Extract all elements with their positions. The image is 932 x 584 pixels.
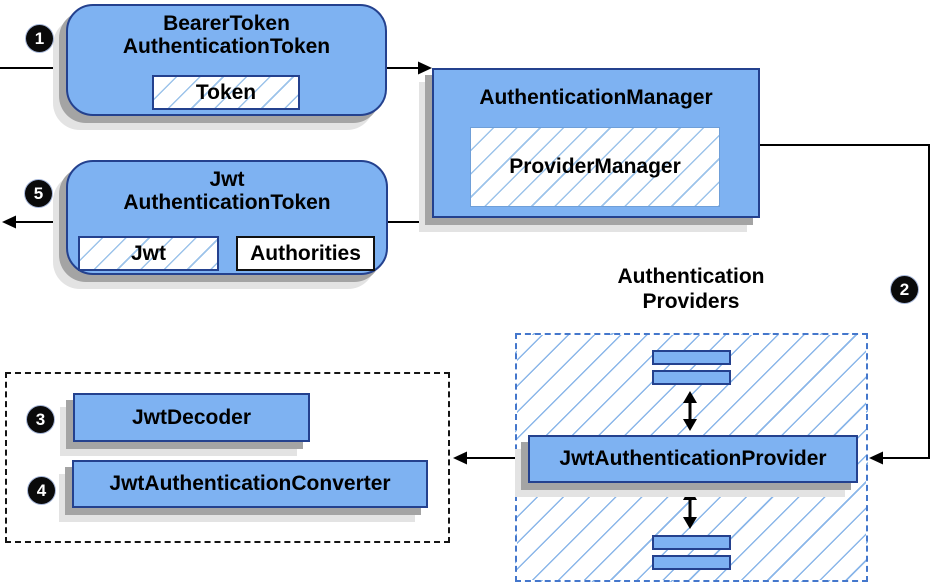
- node-jwt-authentication-converter: JwtAuthenticationConverter: [72, 460, 428, 508]
- step-number: 4: [36, 480, 47, 500]
- node-authentication-manager: AuthenticationManager ProviderManager: [432, 68, 760, 218]
- provider-stack-bar: [652, 535, 731, 550]
- node-title-line2: AuthenticationToken: [123, 191, 331, 214]
- label-line1: Authentication: [617, 265, 765, 288]
- step-number: 2: [899, 279, 910, 299]
- node-title-line1: BearerToken: [163, 12, 290, 35]
- inner-jwt-box: Jwt: [78, 236, 219, 271]
- inner-provider-manager-label: ProviderManager: [509, 155, 681, 178]
- inner-token-label: Token: [195, 80, 257, 104]
- node-title: BearerToken AuthenticationToken: [68, 12, 385, 58]
- provider-stack-bar: [652, 350, 731, 365]
- right-arrowhead-icon: [418, 61, 432, 75]
- node-jwt-decoder: JwtDecoder: [73, 393, 310, 442]
- node-title-line2: AuthenticationToken: [122, 35, 331, 58]
- step-badge-2: 2: [891, 276, 918, 303]
- step-number: 1: [34, 28, 45, 48]
- step-badge-5: 5: [25, 180, 52, 207]
- left-arrowhead-icon: [2, 215, 16, 229]
- step-badge-3: 3: [27, 406, 54, 433]
- inner-provider-manager-box: ProviderManager: [470, 127, 720, 207]
- inner-token-box: Token: [152, 75, 300, 110]
- left-arrowhead-icon: [869, 451, 883, 465]
- node-jwt-decoder-label: JwtDecoder: [131, 405, 252, 429]
- left-arrowhead-icon: [453, 451, 467, 465]
- provider-stack-bar: [652, 370, 731, 385]
- inner-authorities-label: Authorities: [250, 241, 361, 265]
- decoders-container: [5, 372, 450, 543]
- node-title-line1: Jwt: [209, 168, 245, 191]
- node-jwt-authentication-provider: JwtAuthenticationProvider: [528, 435, 858, 483]
- node-jwt-authentication-converter-label: JwtAuthenticationConverter: [109, 472, 391, 495]
- inner-authorities-box: Authorities: [236, 236, 375, 271]
- node-jwt-authentication-provider-label: JwtAuthenticationProvider: [559, 447, 827, 470]
- node-bearer-token-authentication-token: BearerToken AuthenticationToken Token: [66, 4, 387, 116]
- inner-jwt-label: Jwt: [130, 241, 166, 265]
- provider-stack-bar: [652, 555, 731, 570]
- step-number: 3: [35, 409, 46, 429]
- step-badge-1: 1: [26, 25, 53, 52]
- step-number: 5: [33, 183, 44, 203]
- step-badge-4: 4: [28, 477, 55, 504]
- authentication-providers-label: Authentication Providers: [591, 264, 791, 314]
- node-title: Jwt AuthenticationToken: [68, 168, 386, 214]
- node-title: AuthenticationManager: [479, 86, 713, 109]
- node-jwt-authentication-token: Jwt AuthenticationToken Jwt Authorities: [66, 160, 388, 275]
- label-line2: Providers: [642, 290, 740, 313]
